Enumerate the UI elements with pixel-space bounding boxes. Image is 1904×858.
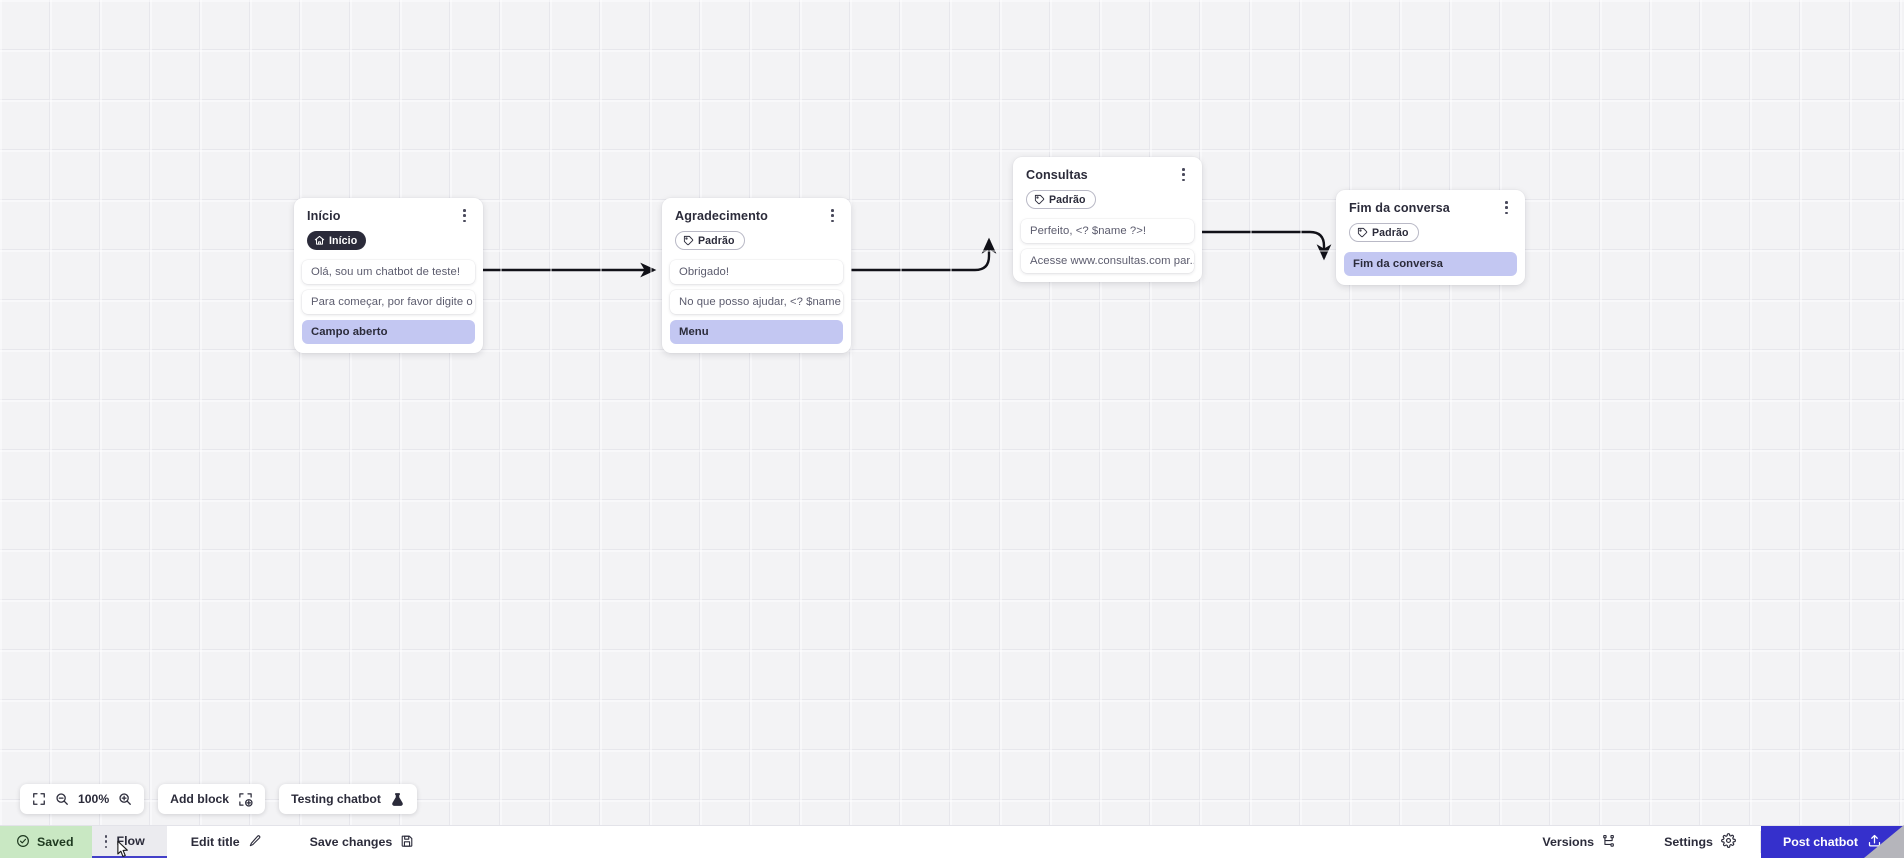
testing-chatbot-button[interactable]: Testing chatbot — [279, 784, 417, 814]
node-rows: Obrigado! No que posso ajudar, <? $name … — [670, 260, 843, 344]
node-badge-label: Início — [329, 234, 358, 247]
node-header: Consultas — [1021, 167, 1194, 183]
bottom-bar: Saved Flow Edit title Save changes — [0, 825, 1904, 858]
flow-node-fim-da-conversa[interactable]: Fim da conversa Padrão Fim da conversa — [1336, 190, 1525, 285]
zoom-out-icon[interactable] — [55, 792, 69, 806]
node-badge-padrao[interactable]: Padrão — [1026, 190, 1096, 209]
saved-label: Saved — [37, 835, 74, 849]
node-menu-button[interactable] — [457, 208, 471, 224]
flask-icon — [390, 792, 405, 807]
node-badge-label: Padrão — [1372, 226, 1409, 239]
node-row[interactable]: No que posso ajudar, <? $name ... — [670, 290, 843, 314]
node-badge-inicio[interactable]: Início — [307, 231, 367, 250]
node-badge-padrao[interactable]: Padrão — [675, 231, 745, 250]
node-badge-row: Padrão — [1344, 216, 1517, 243]
flow-canvas[interactable]: Início Início Olá, sou um chatbot de tes… — [0, 0, 1904, 825]
node-badge-row: Início — [302, 224, 475, 251]
pencil-icon — [248, 834, 262, 851]
check-circle-icon — [16, 834, 30, 851]
post-chatbot-button[interactable]: Post chatbot — [1760, 826, 1904, 858]
node-title: Consultas — [1026, 168, 1088, 182]
node-badge-label: Padrão — [1049, 193, 1086, 206]
zoom-level: 100% — [78, 792, 110, 806]
node-rows: Olá, sou um chatbot de teste! Para começ… — [302, 260, 475, 344]
node-badge-label: Padrão — [698, 234, 735, 247]
settings-label: Settings — [1664, 835, 1713, 849]
floppy-disk-icon — [400, 834, 414, 851]
tag-icon — [1034, 194, 1045, 205]
tag-icon — [1357, 227, 1368, 238]
node-row[interactable]: Perfeito, <? $name ?>! — [1021, 219, 1194, 243]
zoom-controls: 100% — [20, 784, 145, 814]
save-changes-button[interactable]: Save changes — [286, 826, 439, 858]
flow-connectors — [483, 230, 1332, 278]
bottom-bar-divider — [1759, 831, 1761, 853]
drag-handle-icon[interactable] — [100, 830, 113, 852]
node-row-accent[interactable]: Fim da conversa — [1344, 252, 1517, 276]
flow-node-inicio[interactable]: Início Início Olá, sou um chatbot de tes… — [294, 198, 483, 353]
node-header: Fim da conversa — [1344, 200, 1517, 216]
upload-icon — [1867, 833, 1882, 851]
tab-flow[interactable]: Flow — [91, 826, 167, 858]
node-row[interactable]: Obrigado! — [670, 260, 843, 284]
gear-icon — [1721, 833, 1736, 851]
home-icon — [314, 235, 325, 245]
saved-status-badge: Saved — [0, 826, 92, 858]
node-menu-button[interactable] — [825, 208, 839, 224]
node-menu-button[interactable] — [1499, 200, 1513, 216]
flow-node-agradecimento[interactable]: Agradecimento Padrão Obrigado! No que po… — [662, 198, 851, 353]
node-header: Agradecimento — [670, 208, 843, 224]
versions-label: Versions — [1542, 835, 1595, 849]
zoom-in-icon[interactable] — [118, 792, 132, 806]
edge-agradecimento-consultas — [851, 237, 997, 272]
node-row[interactable]: Acesse www.consultas.com par... — [1021, 249, 1194, 273]
settings-button[interactable]: Settings — [1640, 826, 1760, 858]
node-row[interactable]: Olá, sou um chatbot de teste! — [302, 260, 475, 284]
tag-icon — [683, 235, 694, 246]
node-title: Início — [307, 209, 341, 223]
add-block-button[interactable]: Add block — [158, 784, 266, 814]
flow-node-consultas[interactable]: Consultas Padrão Perfeito, <? $name ?>! … — [1013, 157, 1202, 282]
node-rows: Perfeito, <? $name ?>! Acesse www.consul… — [1021, 219, 1194, 273]
node-title: Fim da conversa — [1349, 201, 1450, 215]
add-block-label: Add block — [170, 792, 230, 806]
bottom-bar-spacer — [438, 826, 1518, 858]
edge-consultas-fim — [1202, 230, 1332, 261]
edit-title-button[interactable]: Edit title — [167, 826, 286, 858]
save-changes-label: Save changes — [309, 835, 393, 849]
edit-title-label: Edit title — [190, 835, 240, 849]
testing-chatbot-label: Testing chatbot — [291, 792, 381, 806]
fit-screen-icon[interactable] — [32, 792, 46, 806]
tab-flow-label: Flow — [116, 834, 145, 848]
branch-icon — [1602, 834, 1616, 851]
node-title: Agradecimento — [675, 209, 768, 223]
node-rows: Fim da conversa — [1344, 252, 1517, 276]
add-block-icon — [238, 792, 253, 807]
node-menu-button[interactable] — [1176, 167, 1190, 183]
node-row-accent[interactable]: Campo aberto — [302, 320, 475, 344]
node-badge-padrao[interactable]: Padrão — [1349, 223, 1419, 242]
versions-button[interactable]: Versions — [1518, 826, 1640, 858]
canvas-toolbar: 100% Add block Testing chatbot — [20, 784, 417, 814]
node-badge-row: Padrão — [1021, 183, 1194, 210]
node-badge-row: Padrão — [670, 224, 843, 251]
node-row-accent[interactable]: Menu — [670, 320, 843, 344]
post-chatbot-label: Post chatbot — [1782, 835, 1858, 849]
node-row[interactable]: Para começar, por favor digite o ... — [302, 290, 475, 314]
node-header: Início — [302, 208, 475, 224]
